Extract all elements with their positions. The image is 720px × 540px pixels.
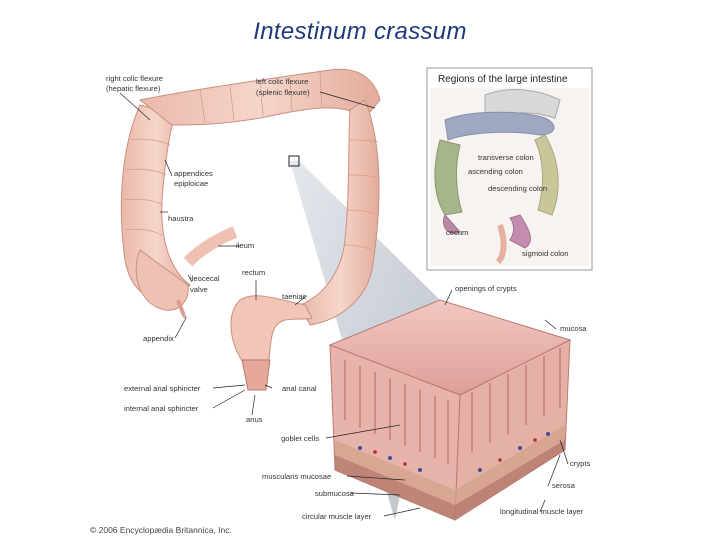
inset-label-ascending-colon: ascending colon bbox=[468, 167, 523, 176]
label-anus: anus bbox=[246, 415, 263, 424]
leader-lines bbox=[119, 91, 569, 517]
label-external-anal-sphincter: external anal sphincter bbox=[124, 384, 201, 393]
label-hepatic-flexure: (hepatic flexure) bbox=[106, 84, 161, 93]
label-mucosa: mucosa bbox=[560, 324, 587, 333]
inset-label-sigmoid-colon: sigmoid colon bbox=[522, 249, 568, 258]
label-ileum: ileum bbox=[236, 241, 254, 250]
label-longitudinal-muscle-layer: longitudinal muscle layer bbox=[500, 507, 584, 516]
label-rectum: rectum bbox=[242, 268, 265, 277]
label-right-colic-flexure: right colic flexure bbox=[106, 74, 163, 83]
label-internal-anal-sphincter: internal anal sphincter bbox=[124, 404, 199, 413]
label-left-colic-flexure: left colic flexure bbox=[256, 77, 308, 86]
label-crypts: crypts bbox=[570, 459, 590, 468]
inset-label-descending-colon: descending colon bbox=[488, 184, 547, 193]
label-taeniae: taeniae bbox=[282, 292, 307, 301]
label-splenic-flexure: (splenic flexure) bbox=[256, 88, 310, 97]
colon-illustration bbox=[120, 68, 381, 391]
label-valve: valve bbox=[190, 285, 208, 294]
label-muscularis-mucosae: muscularis mucosae bbox=[262, 472, 331, 481]
copyright-text: © 2006 Encyclopædia Britannica, Inc. bbox=[90, 525, 232, 535]
label-serosa: serosa bbox=[552, 481, 576, 490]
page-title: Intestinum crassum bbox=[253, 18, 467, 45]
label-ileocecal: ileocecal bbox=[190, 274, 220, 283]
label-submucosa: submucosa bbox=[315, 489, 355, 498]
inset-label-transverse-colon: transverse colon bbox=[478, 153, 534, 162]
label-appendix: appendix bbox=[143, 334, 174, 343]
label-anal-canal: anal canal bbox=[282, 384, 317, 393]
inset-title: Regions of the large intestine bbox=[438, 74, 568, 85]
inset-regions bbox=[426, 67, 593, 271]
label-epiploicae: epiploicae bbox=[174, 179, 208, 188]
inset-label-cecum: cecum bbox=[446, 228, 468, 237]
label-goblet-cells: goblet cells bbox=[281, 434, 319, 443]
label-haustra: haustra bbox=[168, 214, 194, 223]
label-circular-muscle-layer: circular muscle layer bbox=[302, 512, 372, 521]
label-appendices: appendices bbox=[174, 169, 213, 178]
label-openings-of-crypts: openings of crypts bbox=[455, 284, 517, 293]
tissue-block bbox=[328, 299, 572, 521]
